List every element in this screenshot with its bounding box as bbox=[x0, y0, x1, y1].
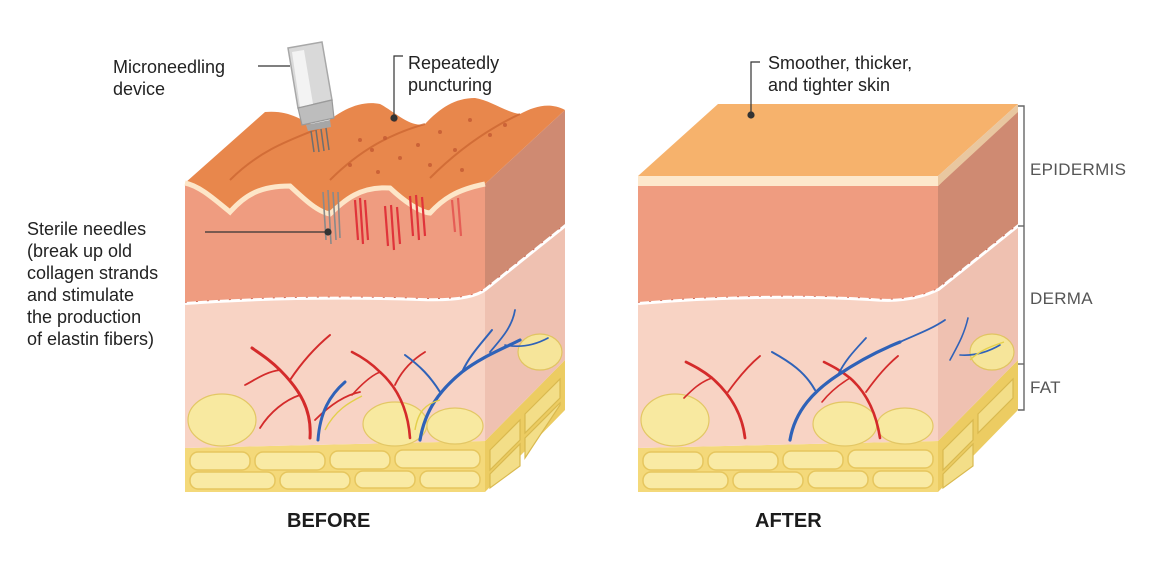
before-epidermis-side bbox=[485, 110, 565, 288]
label-smoother-skin: Smoother, thicker, and tighter skin bbox=[768, 53, 913, 95]
before-needle-tracks bbox=[353, 194, 463, 251]
after-derma-side bbox=[938, 226, 1018, 441]
before-leader-lines bbox=[205, 55, 403, 236]
before-derma-side bbox=[485, 226, 565, 441]
layer-label-derma: DERMA bbox=[1030, 289, 1093, 308]
before-arteries bbox=[244, 334, 426, 440]
after-epidermis-front bbox=[638, 186, 938, 302]
layer-bracket bbox=[1018, 105, 1025, 411]
after-skin-block bbox=[637, 104, 1020, 492]
before-veins bbox=[316, 309, 549, 442]
caption-before: BEFORE bbox=[287, 510, 371, 532]
after-leader-line bbox=[747, 61, 760, 119]
before-fat-cells bbox=[189, 449, 481, 490]
label-repeatedly-puncturing: Repeatedly puncturing bbox=[408, 53, 500, 95]
layer-label-epidermis: EPIDERMIS bbox=[1030, 160, 1127, 179]
microneedling-device-illustration bbox=[287, 41, 335, 153]
before-skin-block bbox=[184, 98, 567, 492]
after-epidermis-side bbox=[938, 106, 1018, 288]
before-epidermis-front bbox=[185, 183, 485, 302]
label-sterile-needles: Sterile needles (break up old collagen s… bbox=[27, 219, 159, 349]
after-epidermis-top bbox=[638, 104, 1018, 176]
caption-after: AFTER bbox=[755, 510, 822, 532]
label-microneedling-device: Microneedling device bbox=[113, 57, 226, 99]
layer-label-fat: FAT bbox=[1030, 378, 1061, 397]
